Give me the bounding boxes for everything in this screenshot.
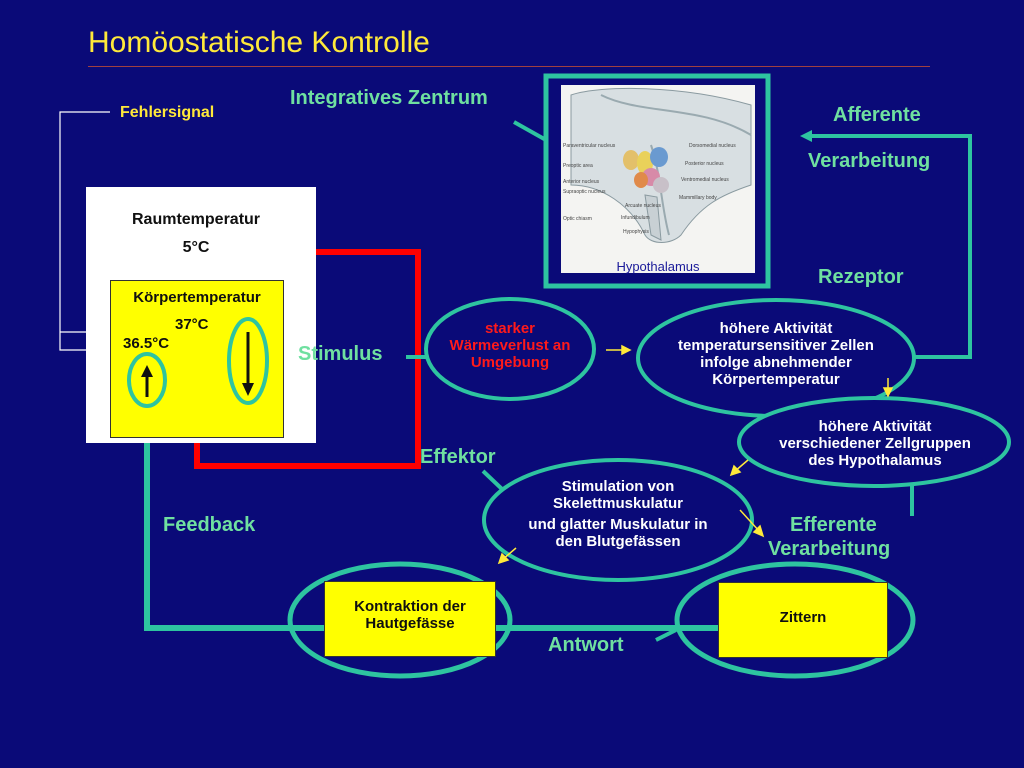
efferente-verarbeitung-label: Verarbeitung xyxy=(768,538,891,560)
title-divider xyxy=(88,66,930,67)
zittern-text: Zittern xyxy=(779,609,827,626)
svg-text:Ventromedial nucleus: Ventromedial nucleus xyxy=(681,177,729,183)
effector-text: Stimulation von Skelettmuskulatur und gl… xyxy=(528,478,708,550)
zittern-box: Zittern xyxy=(718,582,888,658)
rezeptor-label: Rezeptor xyxy=(818,266,904,288)
svg-text:Optic chiasm: Optic chiasm xyxy=(563,216,592,222)
contraction-box: Kontraktion der Hautgefässe xyxy=(324,581,496,657)
up-oval xyxy=(127,352,167,408)
hypothalamus-image: Paraventricular nucleus Preoptic area An… xyxy=(561,85,755,274)
antwort-label: Antwort xyxy=(548,634,624,656)
hypothalamus-caption: Hypothalamus xyxy=(616,259,700,274)
temp-indicators xyxy=(127,317,269,408)
svg-text:Hypophysis: Hypophysis xyxy=(623,229,649,235)
feedback-label: Feedback xyxy=(163,514,256,536)
brain-illustration: Paraventricular nucleus Preoptic area An… xyxy=(563,87,752,243)
svg-text:Anterior nucleus: Anterior nucleus xyxy=(563,179,600,185)
center-ellipse xyxy=(737,396,1011,488)
page-title: Homöostatische Kontrolle xyxy=(88,26,430,59)
room-box: Raumtemperatur 5°C Körpertemperatur 37°C… xyxy=(86,187,316,443)
down-arrow-icon xyxy=(242,383,254,396)
koerpertemperatur-label: Körpertemperatur xyxy=(133,289,261,306)
right-response-ellipse xyxy=(674,561,916,679)
raumtemperatur-label: Raumtemperatur xyxy=(131,211,261,228)
svg-text:Posterior nucleus: Posterior nucleus xyxy=(685,161,724,167)
effektor-label: Effektor xyxy=(420,446,496,468)
svg-text:Preoptic area: Preoptic area xyxy=(563,163,593,169)
down-oval xyxy=(227,317,269,405)
svg-text:Paraventricular nucleus: Paraventricular nucleus xyxy=(563,143,616,149)
contraction-text: Kontraktion der Hautgefässe xyxy=(354,598,466,632)
efferente-label: Efferente xyxy=(790,514,877,536)
svg-text:Arcuate nucleus: Arcuate nucleus xyxy=(625,203,661,209)
koerper-value: 37°C xyxy=(175,316,209,333)
svg-text:Infundibulum: Infundibulum xyxy=(621,215,650,221)
integratives-zentrum-label: Integratives Zentrum xyxy=(290,87,488,109)
stimulus-text: starker Wärmeverlust an Umgebung xyxy=(449,320,571,371)
svg-text:Dorsomedial nucleus: Dorsomedial nucleus xyxy=(689,143,736,149)
stimulus-label: Stimulus xyxy=(298,343,383,365)
small-yellow-arrows xyxy=(497,344,894,565)
afferente-verarbeitung-label: Verarbeitung xyxy=(808,150,931,172)
svg-text:Supraoptic nucleus: Supraoptic nucleus xyxy=(563,189,606,195)
receptor-text: höhere Aktivität temperatursensitiver Ze… xyxy=(678,320,874,388)
effector-ellipse xyxy=(482,458,754,582)
raum-value: 5°C xyxy=(182,239,210,256)
hypothalamus-frame xyxy=(543,73,771,289)
center-text: höhere Aktivität verschiedener Zellgrupp… xyxy=(779,418,971,469)
stimulus-ellipse xyxy=(424,297,596,401)
low-value: 36.5°C xyxy=(123,335,170,352)
fehlersignal-label: Fehlersignal xyxy=(120,104,215,121)
svg-text:Mammillary body: Mammillary body xyxy=(679,195,717,201)
left-response-ellipse xyxy=(287,561,513,679)
afferente-label: Afferente xyxy=(833,104,921,126)
up-arrow-icon xyxy=(141,365,153,377)
body-box: Körpertemperatur 37°C 36.5°C xyxy=(110,280,284,438)
